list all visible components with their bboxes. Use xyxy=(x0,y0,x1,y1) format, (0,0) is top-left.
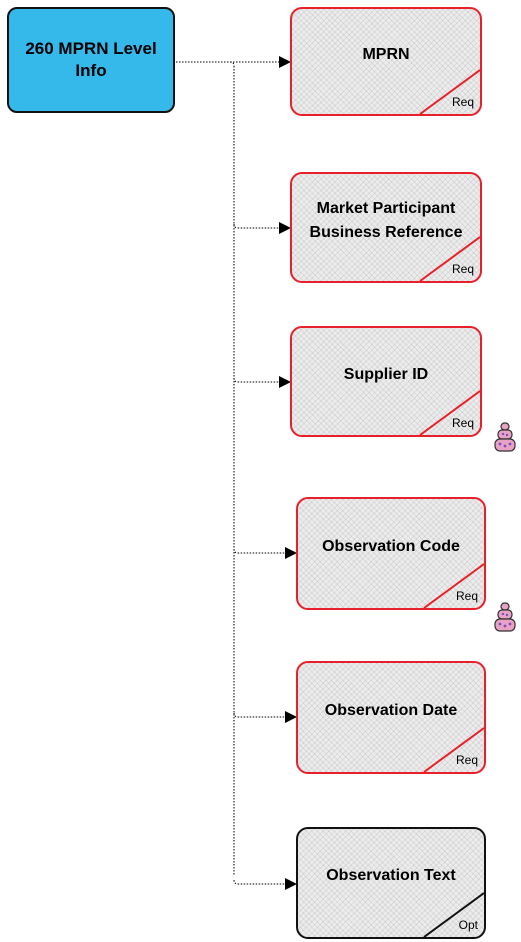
connector-to-observation-text xyxy=(233,878,297,890)
node-observation-code[interactable]: Observation Code Req xyxy=(296,497,486,610)
corner-divider xyxy=(419,390,480,435)
node-label: Observation Text xyxy=(326,867,456,884)
node-mprn[interactable]: MPRN Req xyxy=(290,7,482,116)
requirement-tag: Req xyxy=(455,589,478,603)
node-label: Observation Code xyxy=(322,537,460,555)
requirement-tag: Req xyxy=(451,262,474,276)
requirement-tag: Opt xyxy=(458,918,478,932)
requirement-tag: Req xyxy=(451,95,474,109)
requirement-tag: Req xyxy=(451,416,474,430)
corner-divider xyxy=(423,727,484,772)
node-observation-text[interactable]: Observation Text Opt xyxy=(296,827,486,939)
stacked-repeat-icon xyxy=(494,422,516,452)
root-node[interactable]: 260 MPRN Level Info xyxy=(7,7,175,113)
root-node-title: 260 MPRN Level Info xyxy=(25,39,157,80)
corner-divider xyxy=(419,69,480,114)
requirement-tag: Req xyxy=(455,753,478,767)
node-label: Observation Date xyxy=(324,701,458,719)
stacked-repeat-icon xyxy=(494,602,516,632)
node-supplier-id[interactable]: Supplier ID Req xyxy=(290,326,482,437)
corner-divider xyxy=(423,563,484,608)
node-label: Supplier ID xyxy=(343,365,429,383)
connector-to-supplier-id xyxy=(233,376,291,388)
corner-divider xyxy=(419,236,480,281)
corner-divider xyxy=(423,892,484,937)
connector-to-observation-code xyxy=(233,547,297,559)
connector-to-business-ref xyxy=(233,222,291,234)
connector-mprn xyxy=(176,61,235,67)
node-label: MPRN xyxy=(362,45,410,63)
node-observation-date[interactable]: Observation Date Req xyxy=(296,661,486,774)
node-business-reference[interactable]: Market Participant Business Reference Re… xyxy=(290,172,482,283)
connector-to-observation-date xyxy=(233,711,297,723)
node-label: Market Participant Business Reference xyxy=(309,199,463,241)
